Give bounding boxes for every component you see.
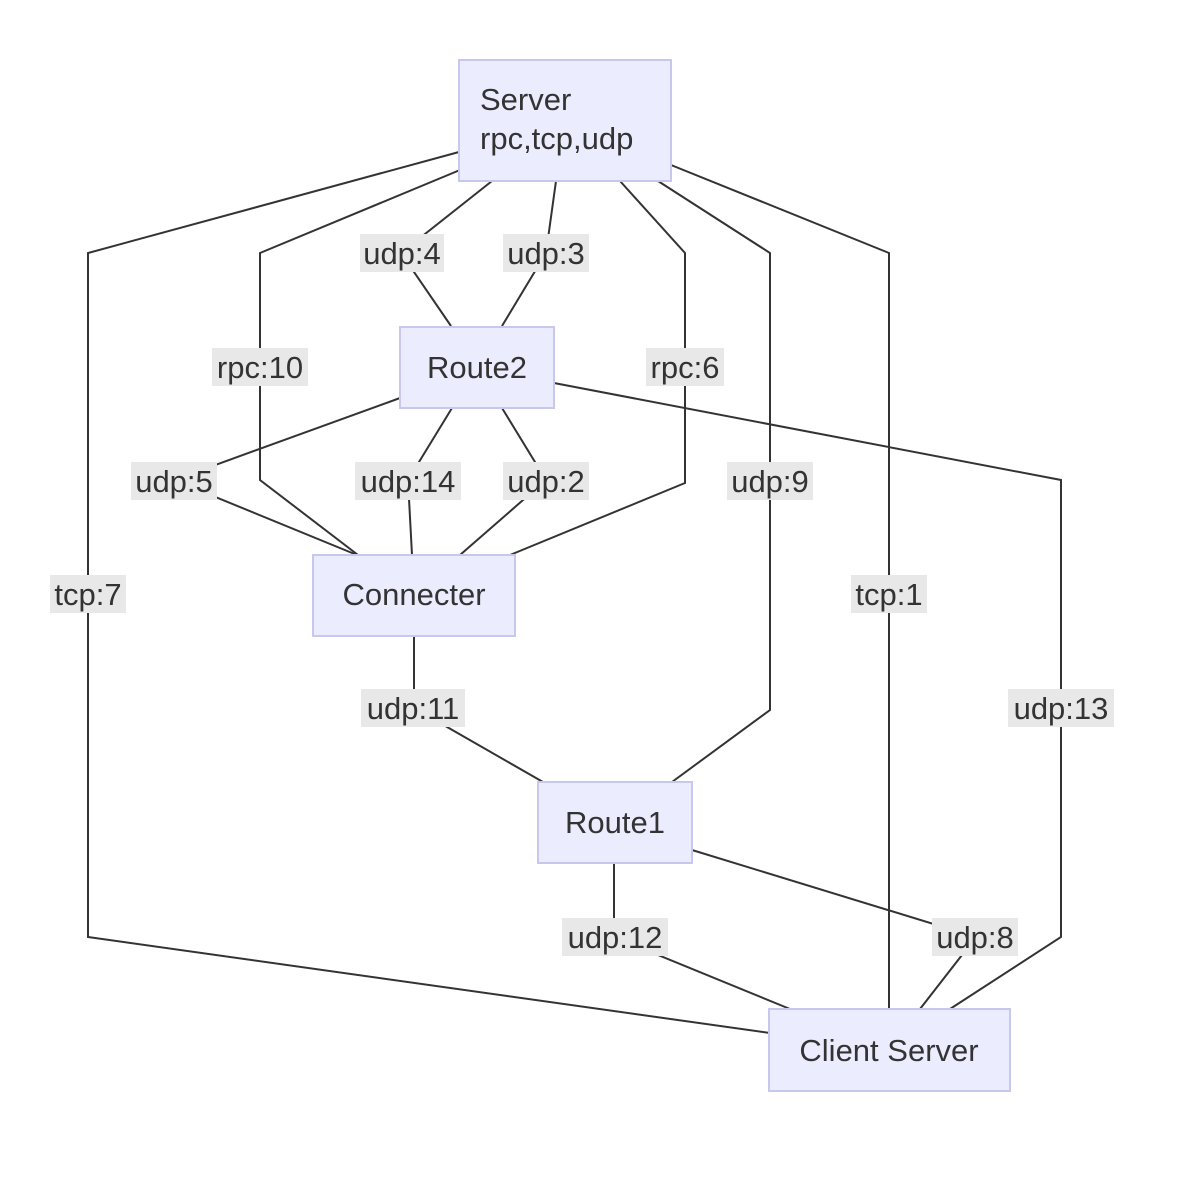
edge-label-text: udp:4 <box>363 236 441 271</box>
edge-label-udp-11: udp:11 <box>361 689 465 727</box>
edge-label-udp-5: udp:5 <box>131 462 217 500</box>
edge-label-tcp-7: tcp:7 <box>50 575 126 613</box>
nodes: Server rpc,tcp,udp Route2 Connecter Rout… <box>312 59 1011 1092</box>
node-connecter: Connecter <box>312 554 516 637</box>
edge-label-text: udp:11 <box>367 691 460 726</box>
node-route2: Route2 <box>399 326 555 409</box>
edge-label-text: tcp:7 <box>54 577 121 612</box>
edge-label-tcp-1: tcp:1 <box>851 575 927 613</box>
edge-label-udp-3: udp:3 <box>503 234 589 272</box>
edge-label-rpc-6: rpc:6 <box>646 348 724 386</box>
edge-labels: tcp:7 rpc:10 udp:4 udp:3 rpc:6 udp:9 tcp… <box>50 234 1114 956</box>
edge-label-text: rpc:6 <box>651 350 720 385</box>
node-client-server-label: Client Server <box>799 1033 978 1068</box>
edge-label-text: udp:13 <box>1014 691 1109 726</box>
edge-label-text: udp:3 <box>507 236 585 271</box>
node-connecter-label: Connecter <box>342 577 485 612</box>
edge-label-udp-2: udp:2 <box>503 462 589 500</box>
node-server-protocols: rpc,tcp,udp <box>480 121 633 156</box>
edge-label-text: udp:14 <box>361 464 456 499</box>
node-server: Server rpc,tcp,udp <box>458 59 672 182</box>
node-server-title: Server <box>480 82 571 117</box>
node-route1: Route1 <box>537 781 693 864</box>
edge-label-text: tcp:1 <box>855 577 922 612</box>
edge-label-udp-4: udp:4 <box>360 234 444 272</box>
node-route2-label: Route2 <box>427 350 527 385</box>
edge-label-text: udp:12 <box>568 920 663 955</box>
edge-label-udp-14: udp:14 <box>355 462 461 500</box>
edge-label-udp-8: udp:8 <box>932 918 1018 956</box>
edge-tcp-1 <box>670 164 890 1009</box>
edge-label-text: udp:5 <box>135 464 213 499</box>
edge-label-udp-13: udp:13 <box>1008 689 1114 727</box>
node-client-server: Client Server <box>768 1008 1011 1092</box>
edge-label-text: udp:9 <box>731 464 809 499</box>
edge-label-text: udp:8 <box>936 920 1014 955</box>
edge-label-udp-9: udp:9 <box>727 462 813 500</box>
edge-label-udp-12: udp:12 <box>562 918 668 956</box>
edge-label-text: udp:2 <box>507 464 585 499</box>
node-route1-label: Route1 <box>565 805 665 840</box>
edge-label-rpc-10: rpc:10 <box>212 348 308 386</box>
edge-label-text: rpc:10 <box>217 350 303 385</box>
